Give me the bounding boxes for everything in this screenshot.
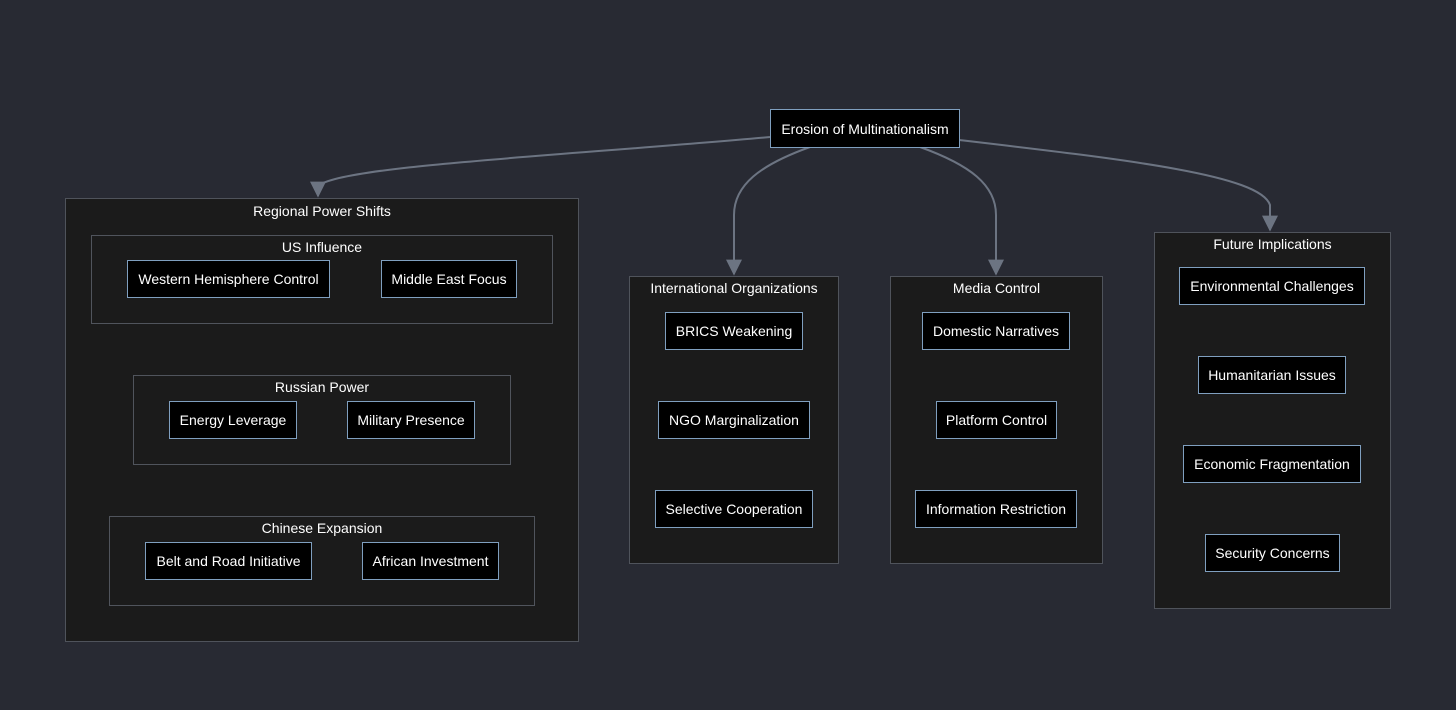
node-platform-control[interactable]: Platform Control xyxy=(936,401,1057,439)
node-label: African Investment xyxy=(372,553,489,569)
node-label: Platform Control xyxy=(945,412,1048,428)
node-label: Energy Leverage xyxy=(179,412,287,428)
cluster-title: Regional Power Shifts xyxy=(253,203,391,219)
cluster-title: Chinese Expansion xyxy=(261,520,383,536)
node-environmental-challenges[interactable]: Environmental Challenges xyxy=(1179,267,1365,305)
node-western-hemisphere-control[interactable]: Western Hemisphere Control xyxy=(127,260,330,298)
node-label: Humanitarian Issues xyxy=(1208,367,1336,383)
node-military-presence[interactable]: Military Presence xyxy=(347,401,475,439)
node-middle-east-focus[interactable]: Middle East Focus xyxy=(381,260,517,298)
node-label: BRICS Weakening xyxy=(675,323,793,339)
node-label: NGO Marginalization xyxy=(669,412,799,428)
node-belt-and-road-initiative[interactable]: Belt and Road Initiative xyxy=(145,542,312,580)
node-label: Military Presence xyxy=(357,412,465,428)
node-label: Domestic Narratives xyxy=(932,323,1060,339)
cluster-title: US Influence xyxy=(281,239,363,255)
cluster-title: International Organizations xyxy=(650,280,818,296)
node-label: Selective Cooperation xyxy=(665,501,803,517)
edge-root-media xyxy=(919,146,1004,276)
node-label: Environmental Challenges xyxy=(1190,278,1354,294)
root-node-label: Erosion of Multinationalism xyxy=(781,120,949,137)
node-information-restriction[interactable]: Information Restriction xyxy=(915,490,1077,528)
cluster-title: Future Implications xyxy=(1213,236,1332,252)
edge-root-regional xyxy=(310,136,771,198)
node-label: Security Concerns xyxy=(1215,545,1330,561)
node-domestic-narratives[interactable]: Domestic Narratives xyxy=(922,312,1070,350)
node-selective-cooperation[interactable]: Selective Cooperation xyxy=(655,490,813,528)
edge-root-intl xyxy=(726,146,811,276)
root-node[interactable]: Erosion of Multinationalism xyxy=(770,109,960,148)
node-brics-weakening[interactable]: BRICS Weakening xyxy=(665,312,803,350)
edge-root-future xyxy=(958,139,1278,232)
node-label: Information Restriction xyxy=(925,501,1067,517)
node-ngo-marginalization[interactable]: NGO Marginalization xyxy=(658,401,810,439)
cluster-title: Media Control xyxy=(952,280,1041,296)
node-humanitarian-issues[interactable]: Humanitarian Issues xyxy=(1198,356,1346,394)
node-label: Western Hemisphere Control xyxy=(138,271,319,287)
node-security-concerns[interactable]: Security Concerns xyxy=(1205,534,1340,572)
cluster-title: Russian Power xyxy=(274,379,370,395)
node-label: Middle East Focus xyxy=(391,271,507,287)
node-african-investment[interactable]: African Investment xyxy=(362,542,499,580)
node-economic-fragmentation[interactable]: Economic Fragmentation xyxy=(1183,445,1361,483)
node-energy-leverage[interactable]: Energy Leverage xyxy=(169,401,297,439)
node-label: Economic Fragmentation xyxy=(1194,456,1350,472)
node-label: Belt and Road Initiative xyxy=(156,553,301,569)
